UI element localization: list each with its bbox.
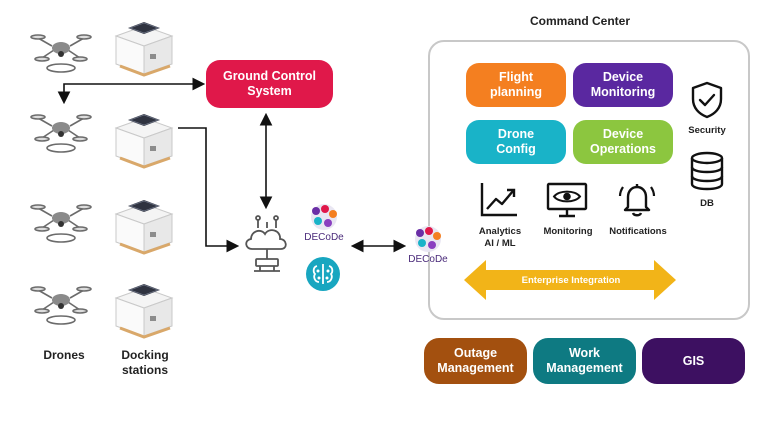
drone-icon xyxy=(30,108,92,154)
docking-station-icon xyxy=(110,14,176,78)
monitoring-label: Monitoring xyxy=(543,226,593,237)
gis-button[interactable]: GIS xyxy=(642,338,745,384)
bell-icon xyxy=(617,179,657,219)
drone-config-button[interactable]: Drone Config xyxy=(466,120,566,164)
analytics-label: Analytics AI / ML xyxy=(478,226,522,249)
flight-planning-button[interactable]: Flight planning xyxy=(466,63,566,107)
work-management-button[interactable]: Work Management xyxy=(533,338,636,384)
decode-logo xyxy=(306,202,342,232)
docking-stations-label: Docking stations xyxy=(121,348,169,377)
notifications-label: Notifications xyxy=(609,226,667,237)
db-label: DB xyxy=(700,198,714,209)
decode-logo-command xyxy=(410,224,446,254)
docking-station-icon xyxy=(110,192,176,256)
security-label: Security xyxy=(688,125,726,136)
ground-control-system-button[interactable]: Ground Control System xyxy=(206,60,333,108)
device-monitoring-button[interactable]: Device Monitoring xyxy=(573,63,673,107)
device-operations-button[interactable]: Device Operations xyxy=(573,120,673,164)
drone-icon xyxy=(30,198,92,244)
cloud-hub-icon xyxy=(240,215,294,273)
shield-icon xyxy=(689,80,725,120)
drones-label: Drones xyxy=(43,348,85,362)
docking-station-icon xyxy=(110,276,176,340)
ai-brain-icon xyxy=(305,256,341,292)
decode-logo-text: DECoDe xyxy=(304,232,344,243)
docking-station-icon xyxy=(110,106,176,170)
analytics-chart-icon xyxy=(479,181,519,219)
enterprise-integration-label: Enterprise Integration xyxy=(521,275,621,286)
command-center-title: Command Center xyxy=(529,14,630,28)
drone-icon xyxy=(30,28,92,74)
enterprise-integration-arrow xyxy=(462,258,678,307)
decode-logo-command-text: DECoDe xyxy=(408,254,448,265)
database-icon xyxy=(688,150,726,192)
command-center-box xyxy=(428,40,750,320)
outage-management-button[interactable]: Outage Management xyxy=(424,338,527,384)
drone-icon xyxy=(30,280,92,326)
monitor-eye-icon xyxy=(545,181,589,219)
